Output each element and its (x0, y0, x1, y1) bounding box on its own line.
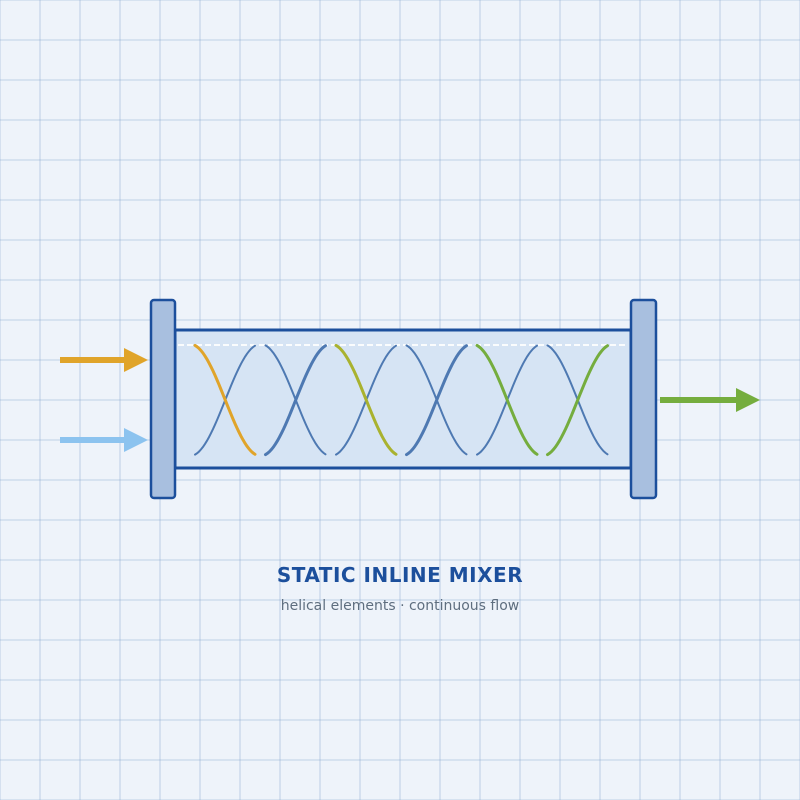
pipe-body (173, 328, 633, 470)
inlet-flange (149, 298, 177, 500)
diagram-subtitle: helical elements · continuous flow (280, 598, 520, 614)
outlet-flange (629, 298, 658, 500)
mixing-element (334, 343, 398, 456)
helix-front-segment (264, 344, 327, 457)
diagram-title: STATIC INLINE MIXER (276, 563, 524, 587)
helix-front-strand (193, 343, 609, 457)
mixing-element (193, 343, 257, 456)
mixing-element (546, 344, 609, 457)
mixing-element (475, 343, 539, 456)
helix-front-segment (405, 344, 468, 457)
